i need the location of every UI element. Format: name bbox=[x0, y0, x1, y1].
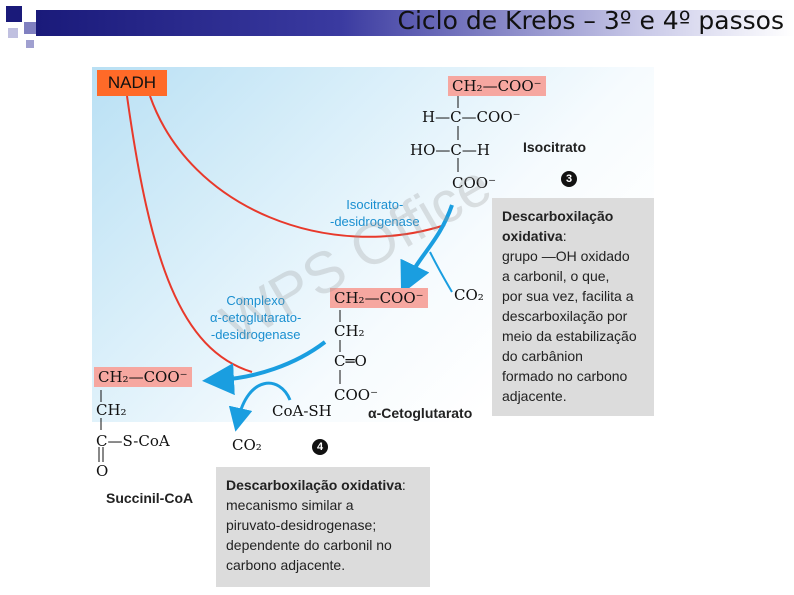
step3-badge: 3 bbox=[561, 171, 577, 187]
step4-badge: 4 bbox=[312, 439, 328, 455]
akg-row4: COO⁻ bbox=[334, 386, 378, 404]
isocitrate-row4: COO⁻ bbox=[452, 174, 496, 192]
arrow-step4-co2 bbox=[228, 381, 292, 432]
nadh-label: NADH bbox=[97, 70, 167, 96]
akg-name: α-Cetoglutarato bbox=[368, 405, 473, 421]
isocitrate-row3: HO—C—H bbox=[410, 141, 490, 159]
akg-row3: C═O bbox=[334, 352, 367, 370]
arrow-step3-co2 bbox=[429, 251, 453, 293]
akg-row1: CH₂—COO⁻ bbox=[330, 288, 428, 308]
note-box-step3-heading: Descarboxilação oxidativa bbox=[502, 208, 614, 244]
title-decoration bbox=[26, 40, 34, 48]
enzyme-isocitrate-dehydrogenase: Isocitrato- -desidrogenase bbox=[330, 197, 420, 229]
co2-step4: CO₂ bbox=[232, 436, 262, 454]
title-decoration bbox=[6, 6, 22, 22]
coash-label: CoA-SH bbox=[272, 402, 332, 420]
enzyme-akg-dehydrogenase-complex: Complexo α-cetoglutarato- -desidrogenase bbox=[210, 293, 302, 342]
title-decoration bbox=[8, 28, 18, 38]
isocitrate-name: Isocitrato bbox=[523, 139, 587, 155]
co2-step3: CO₂ bbox=[454, 286, 484, 304]
note-box-step4-heading: Descarboxilação oxidativa bbox=[226, 477, 402, 493]
succinyl-row2: CH₂ bbox=[96, 401, 127, 419]
succinyl-row4: O bbox=[96, 462, 109, 480]
nadh-curve-1 bbox=[149, 95, 446, 238]
title-decoration bbox=[24, 22, 36, 34]
note-box-step4: Descarboxilação oxidativa: mecanismo sim… bbox=[216, 467, 430, 587]
arrow-step3 bbox=[400, 204, 454, 295]
note-box-step3: Descarboxilação oxidativa: grupo —OH oxi… bbox=[492, 198, 654, 416]
isocitrate-row1: CH₂—COO⁻ bbox=[448, 76, 546, 96]
isocitrate-row2: H—C—COO⁻ bbox=[422, 108, 521, 126]
succinyl-name: Succinil-CoA bbox=[106, 490, 194, 506]
succinyl-row3: C—S-CoA bbox=[96, 432, 170, 450]
succinyl-row1: CH₂—COO⁻ bbox=[94, 367, 192, 387]
akg-row2: CH₂ bbox=[334, 322, 365, 340]
nadh-curve-2 bbox=[126, 95, 253, 373]
title-bar bbox=[36, 10, 794, 36]
slide-title: Ciclo de Krebs – 3º e 4º passos bbox=[397, 6, 784, 35]
arrow-step4 bbox=[202, 340, 327, 396]
